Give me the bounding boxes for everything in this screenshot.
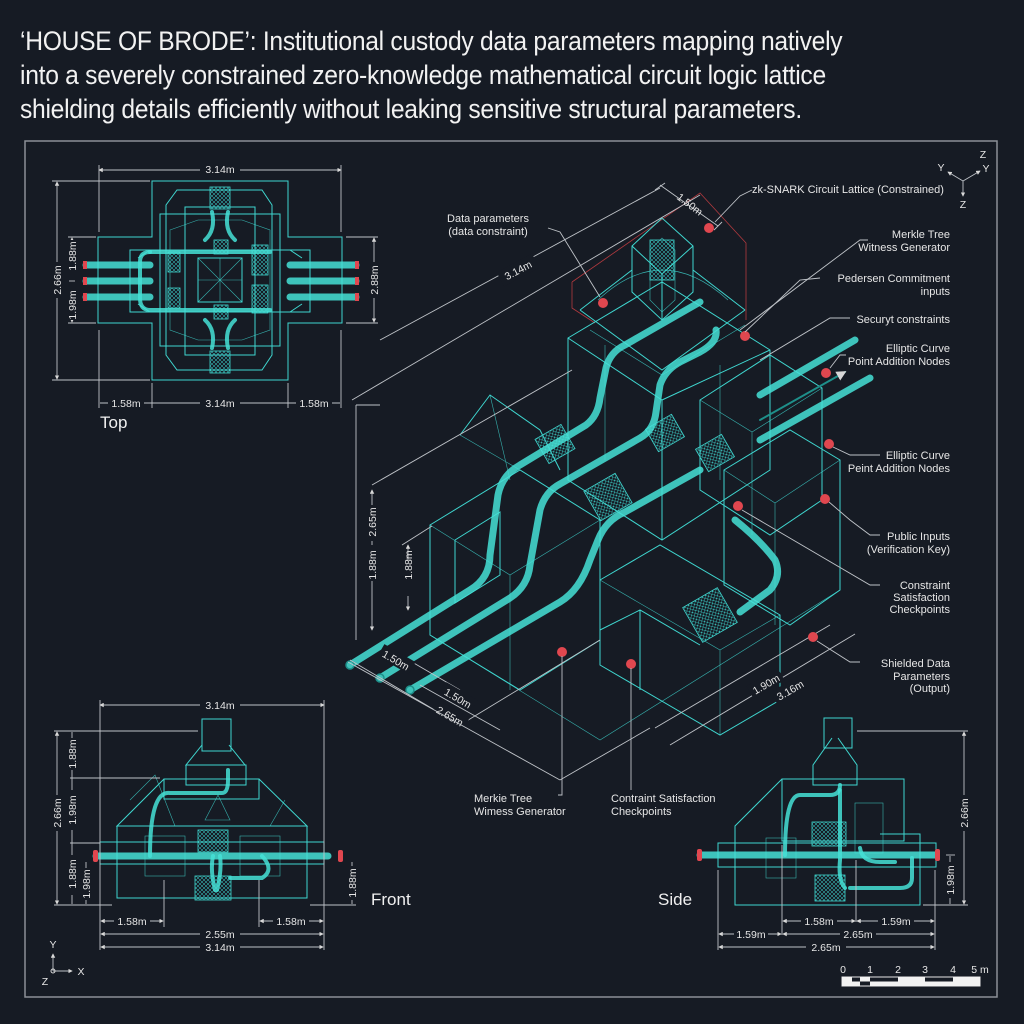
svg-text:Z: Z xyxy=(960,199,967,211)
callout-constraint-2: Satisfaction xyxy=(893,592,950,604)
top-dim-bottom-mid: 3.14m xyxy=(205,398,234,410)
callout-contraint-bottom-2: Checkpoints xyxy=(611,806,672,818)
svg-text:4: 4 xyxy=(950,964,956,976)
scale-bar: 0 1 2 3 4 5 m xyxy=(840,964,989,987)
side-dim-upper-left: 1.58m xyxy=(804,916,833,928)
callout-dot-data-parameters xyxy=(598,298,608,308)
top-dim-inner-upper: 1.88m xyxy=(67,241,79,270)
svg-text:1: 1 xyxy=(867,964,873,976)
top-dim-width: 3.14m xyxy=(205,164,234,176)
svg-text:Z: Z xyxy=(42,976,49,988)
front-dim-bottom-right: 1.58m xyxy=(276,916,305,928)
diagram-title: ‘HOUSE OF BRODE’: Institutional custody … xyxy=(20,24,941,126)
top-dim-height-left: 2.66m xyxy=(52,265,64,294)
callout-merkle-bottom-1: Merkie Tree xyxy=(474,793,532,805)
callout-data-parameters-2: (data constraint) xyxy=(448,226,527,238)
iso-dim-height-mid: 1.88m xyxy=(367,550,379,579)
callout-dot-merkle-bottom xyxy=(557,647,567,657)
callout-pedersen-1: Pedersen Commitment xyxy=(838,273,951,285)
callout-data-parameters-1: Data parameters xyxy=(447,213,529,225)
front-view-label: Front xyxy=(371,890,411,909)
callout-constraint-1: Constraint xyxy=(900,580,950,592)
top-dim-bottom-right: 1.58m xyxy=(299,398,328,410)
top-view: 3.14m 2.66m 1.88m 1.98m 2.88m 1.58m 3.14… xyxy=(50,162,381,432)
front-dim-bottom-mid: 2.55m xyxy=(205,929,234,941)
side-dim-lower-mid: 2.65m xyxy=(843,929,872,941)
isometric-view: 3.14m 1.50m 2.65m 1.88m 1.88m 1.50m 1.50… xyxy=(345,149,990,818)
front-dim-height-total: 2.66m xyxy=(52,798,64,827)
callout-dot-shielded xyxy=(808,632,818,642)
callout-public-inputs-2: (Verification Key) xyxy=(867,544,950,556)
callout-shielded-1: Shielded Data xyxy=(881,658,951,670)
callout-elliptic-2-a: Elliptic Curve xyxy=(886,450,950,462)
svg-text:Y: Y xyxy=(49,939,56,951)
callout-merkle-top-1: Merkle Tree xyxy=(892,229,950,241)
front-axis-icon: Y X Z xyxy=(42,939,85,988)
front-dim-seg-3: 1.88m xyxy=(67,859,79,888)
callout-merkle-bottom-2: Wimess Generator xyxy=(474,806,566,818)
callout-dot-pedersen xyxy=(740,331,750,341)
callout-dot-constraint xyxy=(733,501,743,511)
callout-shielded-3: (Output) xyxy=(910,683,950,695)
front-dim-right-height: 1.88m xyxy=(347,868,359,897)
svg-text:X: X xyxy=(77,966,84,978)
callout-pedersen-2: inputs xyxy=(921,286,951,298)
front-dim-width-top: 3.14m xyxy=(205,700,234,712)
callout-constraint-3: Checkpoints xyxy=(889,604,950,616)
callout-elliptic-2-b: Peint Addition Nodes xyxy=(848,463,951,475)
title-line-1: ‘HOUSE OF BRODE’: Institutional custody … xyxy=(20,26,843,56)
top-dim-inner-lower: 1.98m xyxy=(67,290,79,319)
callout-shielded-2: Parameters xyxy=(893,671,950,683)
iso-dim-height-inner: 1.88m xyxy=(403,550,415,579)
side-view: 2.66m 1.98m 1.58m 1.59m 1.59m 2.65m 2.65… xyxy=(658,717,972,954)
front-dim-seg-1: 1.88m xyxy=(67,739,79,768)
svg-text:3: 3 xyxy=(922,964,928,976)
callout-elliptic-1-a: Elliptic Curve xyxy=(886,343,950,355)
callout-elliptic-1-b: Point Addition Nodes xyxy=(848,356,951,368)
callout-contraint-bottom-1: Contraint Satisfaction xyxy=(611,793,716,805)
svg-text:Y: Y xyxy=(937,162,944,174)
callout-merkle-top-2: Witness Generator xyxy=(858,242,950,254)
front-dim-bottom-left: 1.58m xyxy=(117,916,146,928)
callout-dot-public-inputs xyxy=(820,494,830,504)
side-view-label: Side xyxy=(658,890,692,909)
iso-axis-icon: Z Y Y Z xyxy=(937,149,989,211)
callout-security: Securyt constraints xyxy=(856,314,950,326)
front-dim-seg-2: 1.98m xyxy=(67,795,79,824)
front-dim-seg-4: 1.98m xyxy=(81,869,93,898)
top-dim-bottom-left: 1.58m xyxy=(111,398,140,410)
front-view: 3.14m 2.66m 1.88m 1.98m 1.88m 1.98m 1.88… xyxy=(42,698,411,988)
title-line-3: shielding details efficiently without le… xyxy=(20,94,802,124)
callout-dot-lattice xyxy=(704,223,714,233)
side-dim-upper-right: 1.59m xyxy=(881,916,910,928)
svg-text:2: 2 xyxy=(895,964,901,976)
callout-zk-snark-lattice: zk-SNARK Circuit Lattice (Constrained) xyxy=(752,184,944,196)
callout-dot-elliptic-2 xyxy=(824,439,834,449)
svg-text:0: 0 xyxy=(840,964,846,976)
svg-text:Y: Y xyxy=(982,163,989,175)
svg-text:Z: Z xyxy=(980,149,987,161)
callout-dot-elliptic-1 xyxy=(821,368,831,378)
side-dim-lower-left: 1.59m xyxy=(736,929,765,941)
iso-dim-top-depth: 1.50m xyxy=(674,191,705,218)
side-dim-bottom-total: 2.65m xyxy=(811,942,840,954)
svg-text:5 m: 5 m xyxy=(971,964,989,976)
side-dim-height-total: 2.66m xyxy=(959,798,971,827)
top-view-label: Top xyxy=(100,413,127,432)
drawing-frame xyxy=(24,140,998,998)
title-line-2: into a severely constrained zero-knowled… xyxy=(20,60,826,90)
top-dim-height-right: 2.88m xyxy=(369,265,381,294)
callout-dot-contraint-bottom xyxy=(626,659,636,669)
callout-public-inputs-1: Public Inputs xyxy=(887,531,950,543)
front-dim-bottom-total: 3.14m xyxy=(205,942,234,954)
iso-dim-height-outer: 2.65m xyxy=(367,507,379,536)
side-dim-right-height: 1.98m xyxy=(945,865,957,894)
